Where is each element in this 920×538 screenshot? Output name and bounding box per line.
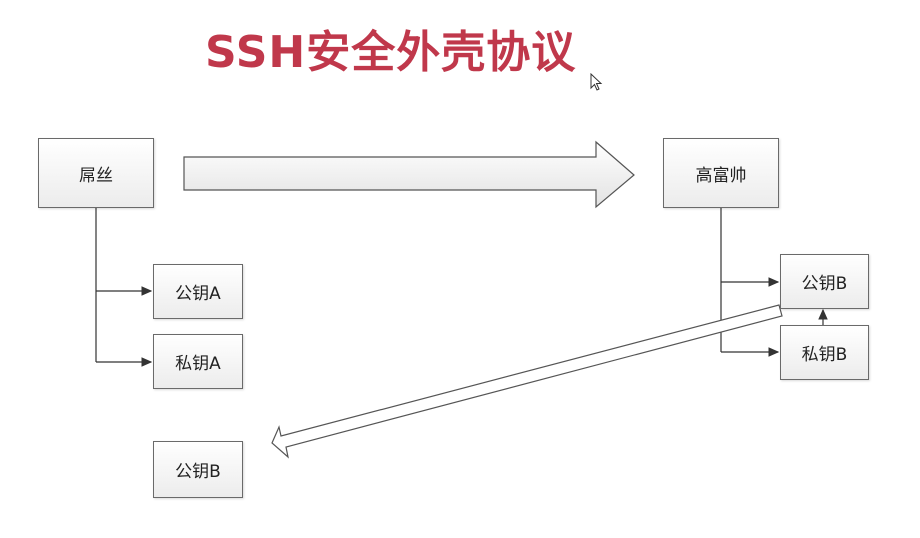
diagram-title: SSH安全外壳协议 — [205, 27, 577, 78]
diaosi-node: 屌丝 — [38, 138, 154, 208]
diaosi-label: 屌丝 — [79, 165, 113, 186]
privkey-b-node: 私钥B — [780, 325, 869, 380]
gaofushuai-node: 高富帅 — [663, 138, 779, 208]
privkey-b-label: 私钥B — [801, 345, 848, 365]
pubkey-b-client-node: 公钥B — [153, 441, 243, 498]
privkey-a-node: 私钥A — [153, 334, 243, 389]
mouse-pointer-icon — [590, 73, 603, 91]
gaofushuai-label: 高富帅 — [695, 165, 747, 186]
pubkey-b-client-label: 公钥B — [175, 462, 221, 482]
pubkey-a-label: 公钥A — [175, 284, 221, 304]
pubkey-a-node: 公钥A — [153, 264, 243, 319]
pubkey-b-server-label: 公钥B — [801, 274, 848, 294]
send-pubkey-arrow — [271, 304, 783, 459]
pubkey-b-server-node: 公钥B — [780, 254, 869, 309]
connect-arrow — [183, 140, 635, 209]
privkey-a-label: 私钥A — [175, 354, 221, 374]
